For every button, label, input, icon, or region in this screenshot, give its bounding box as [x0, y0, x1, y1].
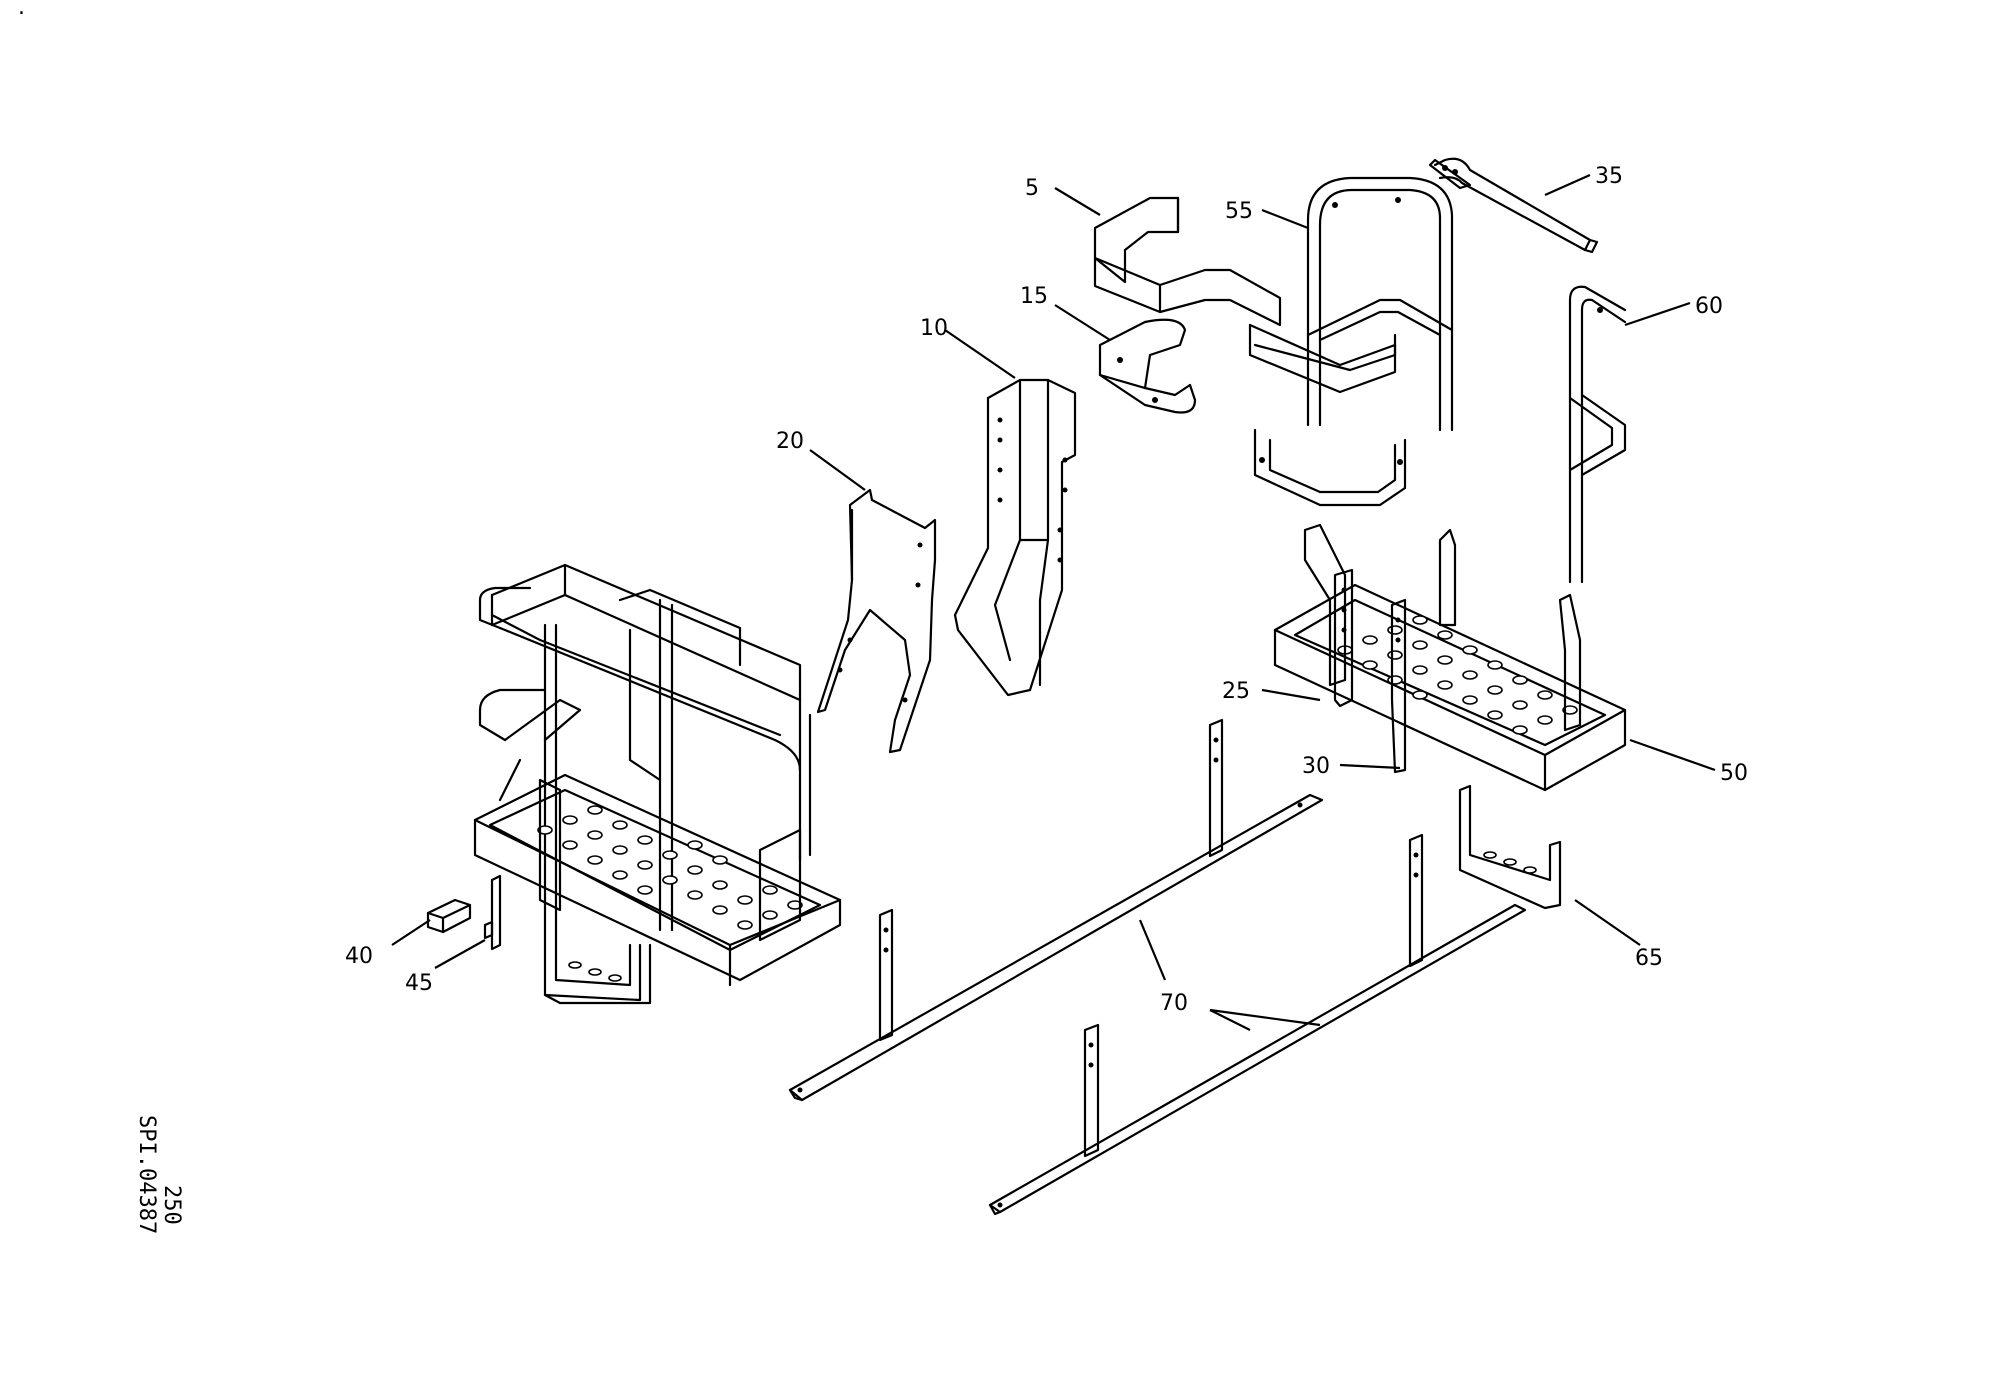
part-55-handrail [1248, 176, 1454, 432]
callout-65: 65 [1635, 946, 1663, 971]
callout-5: 5 [1025, 176, 1039, 201]
corner-mark: . [18, 0, 25, 20]
part-70-rail-upper [788, 718, 1324, 1102]
left-floor-holes [537, 805, 803, 930]
callout-45: 45 [405, 971, 433, 996]
callout-60: 60 [1695, 294, 1723, 319]
part-20-plate [816, 488, 937, 754]
part-50-platform [1273, 523, 1627, 792]
part-35-tube [1428, 157, 1599, 254]
left-platform-assembly [473, 563, 842, 987]
left-step [543, 888, 652, 1005]
part-60-rail [1568, 285, 1627, 584]
callout-20: 20 [776, 429, 804, 454]
leader-lines [391, 173, 1716, 1031]
callout-15: 15 [1020, 284, 1048, 309]
callout-10: 10 [920, 316, 948, 341]
part-25-bracket [1333, 568, 1354, 708]
drawing-code-line-1: SPI.04387 [134, 1115, 159, 1234]
drawing-code: SPI.04387 250 [134, 1115, 184, 1234]
callout-70: 70 [1160, 991, 1188, 1016]
callout-55: 55 [1225, 199, 1253, 224]
callout-35: 35 [1595, 164, 1623, 189]
part-u-bracket [1253, 428, 1407, 507]
callout-50: 50 [1720, 761, 1748, 786]
callout-25: 25 [1222, 679, 1250, 704]
part-65-step [1458, 784, 1562, 910]
part-40-block [426, 898, 472, 934]
drawing-code-line-2: 250 [159, 1185, 184, 1225]
callout-labels: 5 10 15 20 25 30 35 40 45 50 55 60 65 70 [345, 164, 1748, 1016]
right-floor-holes [1337, 615, 1578, 735]
part-45-pin [483, 874, 502, 951]
callout-40: 40 [345, 944, 373, 969]
part-70-rail-lower [988, 833, 1527, 1216]
part-30-bracket [1390, 598, 1407, 774]
part-15-clamp [1098, 318, 1197, 414]
callout-30: 30 [1302, 754, 1330, 779]
part-10-chute [953, 378, 1077, 697]
